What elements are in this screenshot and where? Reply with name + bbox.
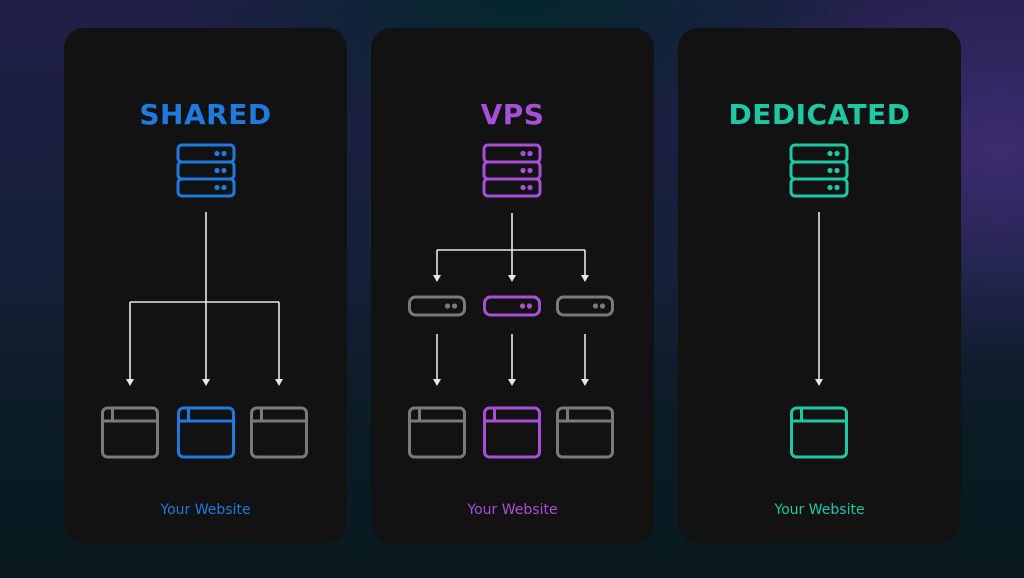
led <box>827 150 833 157</box>
led <box>527 184 533 191</box>
browser-frame <box>250 406 308 459</box>
browser-frame <box>790 406 848 459</box>
card-title-vps: VPS <box>480 98 545 131</box>
arrow-head <box>275 379 283 386</box>
server-unit <box>789 177 849 198</box>
led <box>827 167 833 174</box>
browser-frame <box>177 406 235 459</box>
server-icon-dedicated <box>789 143 849 198</box>
card-title-dedicated: DEDICATED <box>728 98 911 131</box>
arrow-head <box>581 379 589 386</box>
arrow-head <box>815 379 823 386</box>
arrow-head <box>126 379 134 386</box>
browser-frame <box>101 406 159 459</box>
server-icon-vps <box>482 143 542 198</box>
website-icon-shared-2 <box>177 406 235 459</box>
card-title-shared: SHARED <box>139 98 272 131</box>
led <box>221 184 227 191</box>
led <box>451 303 458 309</box>
browser-frame <box>408 406 466 459</box>
led <box>599 303 606 309</box>
website-icon-shared-3 <box>250 406 308 459</box>
led <box>519 303 526 309</box>
led <box>221 150 227 157</box>
led <box>214 150 220 157</box>
virtual-server-body <box>556 295 614 317</box>
website-icon-vps-1 <box>408 406 466 459</box>
led <box>527 167 533 174</box>
led <box>520 150 526 157</box>
browser-frame <box>556 406 614 459</box>
website-icon-vps-2 <box>483 406 541 459</box>
led <box>444 303 451 309</box>
virtual-server-body <box>483 295 541 317</box>
arrow-head <box>202 379 210 386</box>
virtual-server-body <box>408 295 466 317</box>
arrow-head <box>508 275 516 282</box>
virtual-server-icon-1 <box>408 295 466 317</box>
led <box>834 150 840 157</box>
arrow-head <box>508 379 516 386</box>
server-unit <box>482 177 542 198</box>
led <box>834 167 840 174</box>
virtual-server-icon-2 <box>483 295 541 317</box>
arrow-head <box>433 275 441 282</box>
led <box>520 167 526 174</box>
caption-your-website-dedicated: Your Website <box>774 502 865 518</box>
server-unit <box>176 177 236 198</box>
virtual-server-icon-3 <box>556 295 614 317</box>
led <box>834 184 840 191</box>
arrow-head <box>433 379 441 386</box>
led <box>827 184 833 191</box>
website-icon-vps-3 <box>556 406 614 459</box>
website-icon-shared-1 <box>101 406 159 459</box>
caption-your-website-vps: Your Website <box>467 502 558 518</box>
led <box>526 303 533 309</box>
led <box>214 167 220 174</box>
browser-frame <box>483 406 541 459</box>
arrow-head <box>581 275 589 282</box>
website-icon-dedicated <box>790 406 848 459</box>
caption-your-website-shared: Your Website <box>160 502 251 518</box>
led <box>221 167 227 174</box>
led <box>527 150 533 157</box>
server-icon-shared <box>176 143 236 198</box>
led <box>520 184 526 191</box>
led <box>214 184 220 191</box>
led <box>592 303 599 309</box>
